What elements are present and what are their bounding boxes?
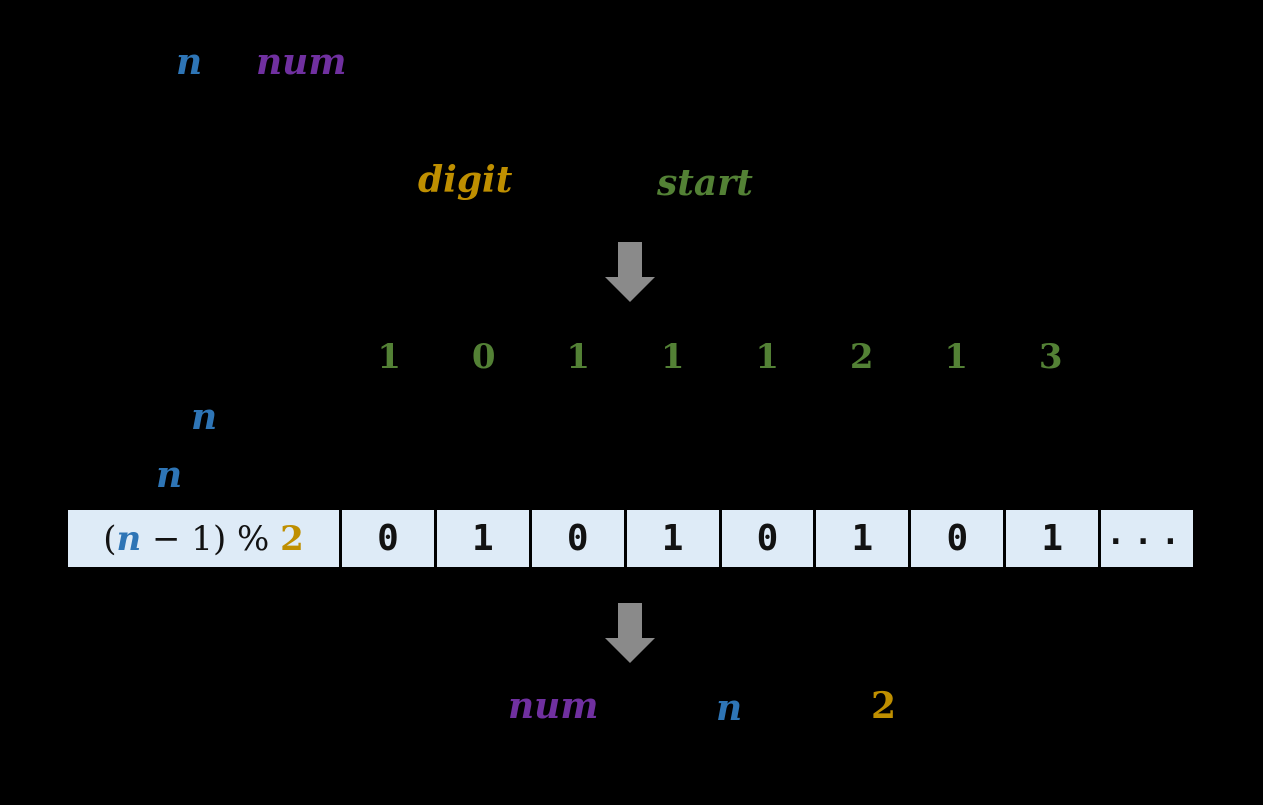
bottom-var-n: n — [716, 687, 743, 729]
formula-lparen: ( — [103, 518, 117, 559]
sequence-digit: 1 — [377, 337, 402, 377]
sequence-digit: 3 — [1038, 337, 1063, 377]
sequence-digit: 2 — [849, 337, 874, 377]
table-cell: 1 — [436, 510, 529, 567]
sequence-row: 1 0 1 1 1 2 1 3 — [342, 340, 1098, 374]
table-cell: 1 — [1006, 510, 1099, 567]
var-digit: digit — [418, 159, 513, 201]
formula-var-n: n — [116, 518, 142, 559]
formula-mod-two: 2 — [280, 518, 304, 559]
down-arrow-icon — [605, 242, 655, 302]
var-start: start — [657, 162, 753, 204]
sequence-digit: 1 — [944, 337, 969, 377]
index-table: (n − 1) % 2 0 1 0 1 0 1 0 1 ... — [68, 510, 1194, 567]
ellipsis-text: ... — [1106, 513, 1188, 552]
top-var-n: n — [176, 41, 203, 83]
table-cell: 1 — [816, 510, 909, 567]
sequence-digit: 1 — [566, 337, 591, 377]
table-cell: 0 — [342, 510, 434, 567]
bottom-literal-two: 2 — [871, 685, 897, 727]
table-cell-ellipsis: ... — [1101, 510, 1194, 567]
bottom-var-num: num — [508, 685, 599, 727]
formula-rest: − 1) % — [141, 518, 281, 559]
table-cell: 0 — [721, 510, 814, 567]
down-arrow-icon — [605, 603, 655, 663]
table-cell: 0 — [911, 510, 1004, 567]
table-cell: 0 — [531, 510, 624, 567]
top-var-num: num — [256, 41, 347, 83]
pointer-n-upper: n — [191, 396, 218, 438]
pointer-n-lower: n — [156, 454, 183, 496]
sequence-digit: 1 — [755, 337, 780, 377]
table-cell-formula: (n − 1) % 2 — [68, 510, 339, 567]
sequence-digit: 1 — [660, 337, 685, 377]
table-cell: 1 — [626, 510, 719, 567]
sequence-digit: 0 — [471, 337, 496, 377]
